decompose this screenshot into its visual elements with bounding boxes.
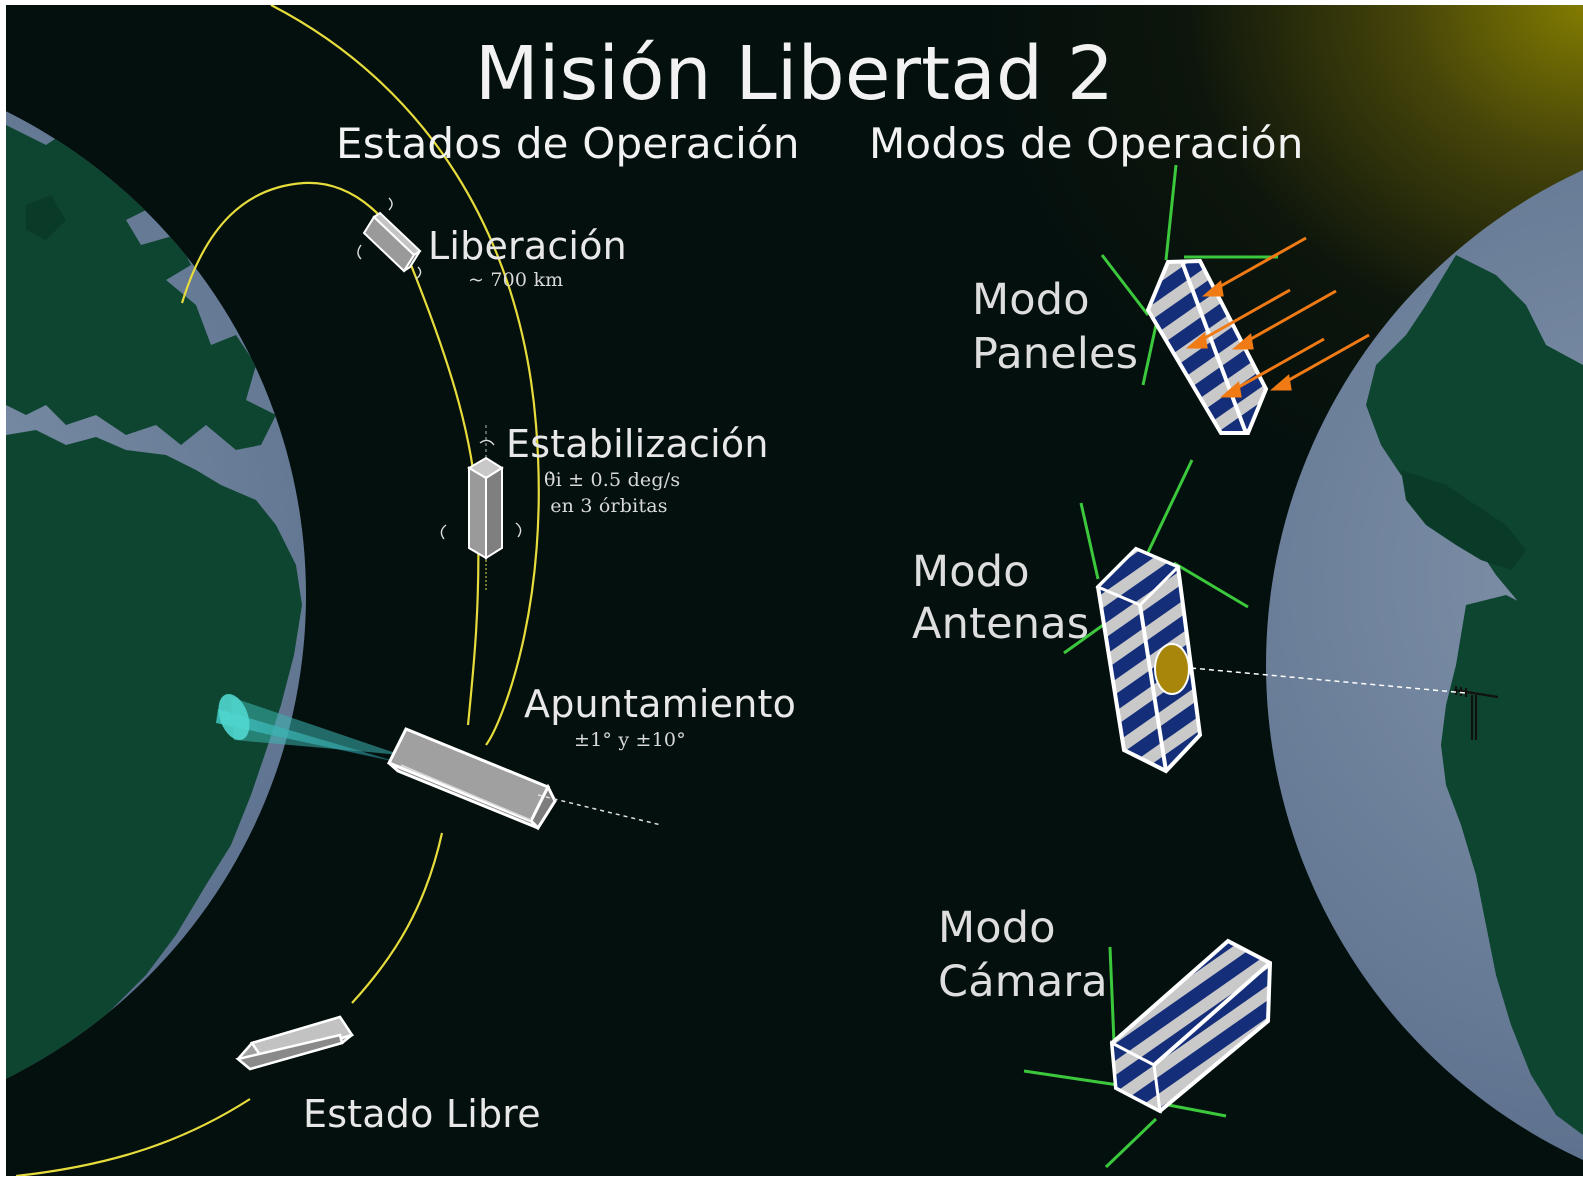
mode-antennas-line1: Modo	[912, 547, 1030, 597]
section-modes-heading: Modos de Operación	[869, 119, 1304, 168]
state-free-label: Estado Libre	[303, 1092, 541, 1136]
mode-camera-line1: Modo	[938, 903, 1056, 953]
state-release-note: ~ 700 km	[468, 269, 564, 291]
orbit-outer	[270, 5, 540, 746]
satellite-antennas	[1063, 459, 1467, 774]
satellite-release	[357, 197, 422, 280]
orbit-lower	[351, 832, 444, 1004]
page-title: Misión Libertad 2	[474, 31, 1115, 117]
satellite-stabilization	[440, 425, 522, 590]
state-pointing-note: ±1° y ±10°	[574, 729, 686, 751]
orbits	[15, 5, 540, 1176]
ground-station-icon	[1453, 686, 1499, 740]
mode-antennas-line2: Antenas	[912, 599, 1090, 649]
satellite-free	[235, 1015, 354, 1071]
state-stabilization-note-rate: θ̇i ± 0.5 deg/s	[544, 469, 681, 491]
state-release-label: Liberación	[428, 224, 627, 268]
satellite-pointing	[386, 727, 662, 831]
diagram-canvas: Misión Libertad 2 Estados de Operación M…	[6, 5, 1583, 1176]
mode-panels-line2: Paneles	[972, 329, 1139, 379]
orbit-bottom	[15, 1098, 251, 1176]
orbit-inner	[180, 181, 480, 726]
mode-panels-line1: Modo	[972, 275, 1090, 325]
satellite-camera	[1023, 938, 1273, 1169]
mode-camera-line2: Cámara	[938, 957, 1108, 1007]
camera-beam	[216, 693, 401, 763]
earth-right	[1266, 170, 1583, 1160]
diagram-graphics	[6, 5, 1583, 1176]
lens-icon	[1154, 643, 1190, 695]
satellite-panels	[1100, 164, 1370, 435]
sun-ray-arrow-icon	[1185, 236, 1370, 398]
section-states-heading: Estados de Operación	[336, 119, 800, 168]
state-stabilization-note-orbits: en 3 órbitas	[550, 495, 668, 517]
state-stabilization-label: Estabilización	[506, 422, 769, 466]
earth-left-continents	[6, 125, 302, 1085]
earth-left	[6, 111, 401, 1085]
state-pointing-label: Apuntamiento	[524, 682, 797, 726]
